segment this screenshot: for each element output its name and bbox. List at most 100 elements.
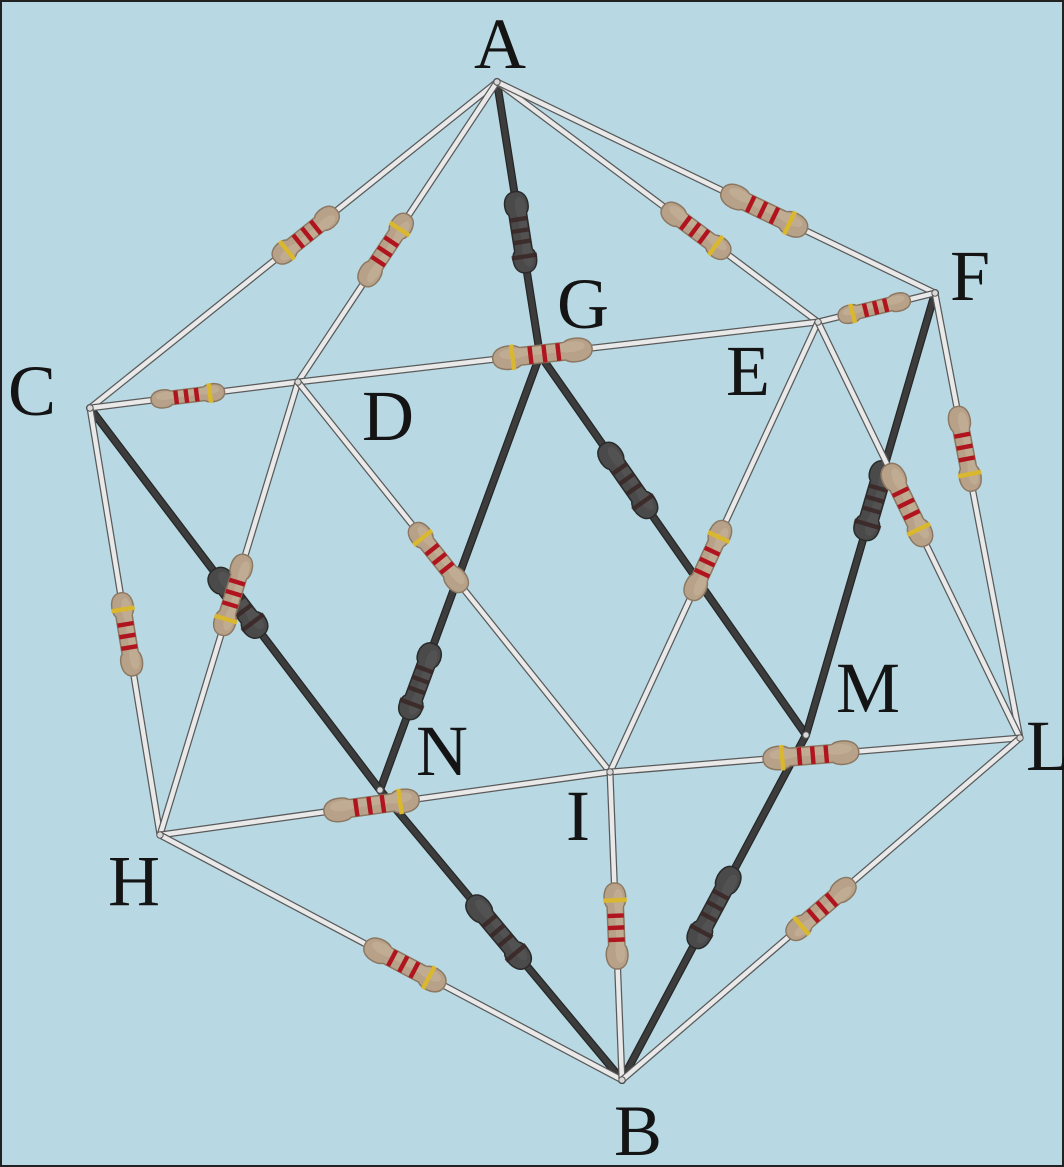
- gold-band: [853, 518, 882, 531]
- resistor-L-B: [785, 876, 857, 942]
- resistor-D-H: [213, 553, 254, 637]
- red-band: [370, 254, 387, 268]
- wire-core: [494, 79, 821, 325]
- red-band: [376, 245, 393, 258]
- resistor-F-L: [947, 405, 982, 492]
- gold-band: [511, 252, 538, 261]
- resistor-H-B: [363, 937, 447, 993]
- red-band: [383, 235, 400, 248]
- red-band: [711, 888, 730, 901]
- gold-band: [420, 965, 437, 990]
- gold-band: [706, 234, 725, 257]
- node-B: [618, 1076, 626, 1084]
- gold-band: [277, 239, 297, 261]
- node-A: [493, 78, 501, 86]
- resistor-A-C: [271, 205, 340, 265]
- red-band: [527, 346, 534, 365]
- red-band: [796, 747, 803, 766]
- node-M: [802, 731, 810, 739]
- gold-band: [906, 521, 932, 537]
- red-band: [902, 508, 921, 521]
- red-band: [408, 961, 421, 979]
- resistor-I-B: [603, 882, 629, 970]
- red-band: [881, 298, 890, 313]
- red-band: [497, 933, 514, 948]
- red-band: [861, 505, 882, 515]
- red-band: [308, 219, 323, 235]
- red-band: [512, 238, 532, 246]
- resistor-C-D: [150, 382, 226, 409]
- red-band: [173, 390, 180, 405]
- red-band: [625, 482, 643, 496]
- wire-core: [932, 290, 1023, 741]
- vertex-label-H: H: [108, 841, 160, 921]
- red-band: [300, 226, 314, 242]
- red-band: [611, 461, 629, 476]
- node-L: [1016, 734, 1024, 742]
- red-band: [705, 899, 724, 912]
- red-band: [234, 603, 253, 619]
- resistor-A-E: [660, 201, 732, 261]
- red-band: [481, 913, 498, 929]
- red-band: [809, 746, 816, 765]
- red-band: [431, 551, 448, 566]
- gold-band: [111, 605, 136, 614]
- node-H: [156, 831, 164, 839]
- vertex-label-B: B: [614, 1091, 662, 1167]
- vertex-label-L: L: [1026, 706, 1064, 786]
- gold-band: [412, 528, 434, 547]
- node-N: [376, 786, 384, 794]
- vertex-label-I: I: [566, 776, 590, 856]
- resistor-A-D: [357, 212, 414, 288]
- vertex-label-D: D: [362, 376, 414, 456]
- resistor-G-M: [597, 441, 659, 520]
- red-band: [183, 388, 190, 404]
- red-band: [806, 908, 821, 924]
- red-band: [555, 342, 562, 362]
- red-band: [953, 431, 971, 439]
- red-band: [815, 900, 830, 916]
- red-band: [119, 632, 136, 640]
- resistor-E-F: [837, 292, 911, 325]
- red-band: [541, 344, 548, 363]
- gold-band: [782, 210, 798, 236]
- resistor-N-B: [465, 894, 533, 970]
- resistor-E-I: [683, 519, 733, 602]
- red-band: [366, 796, 374, 815]
- wire-core: [494, 79, 938, 296]
- red-band: [411, 674, 430, 685]
- red-band: [688, 221, 702, 238]
- gold-band: [603, 897, 627, 903]
- red-band: [415, 664, 434, 675]
- red-band: [379, 794, 387, 813]
- red-band: [891, 486, 910, 498]
- red-band: [865, 494, 885, 504]
- gold-band: [396, 788, 404, 815]
- red-band: [424, 542, 440, 557]
- red-band: [700, 910, 718, 924]
- vertex-label-G: G: [557, 264, 609, 344]
- node-D: [294, 378, 302, 386]
- gold-band: [631, 492, 655, 512]
- red-band: [756, 200, 769, 219]
- resistor-A-G: [503, 190, 538, 274]
- red-band: [698, 556, 716, 568]
- red-band: [768, 206, 781, 225]
- resistor-C-H: [110, 592, 144, 677]
- gold-band: [240, 612, 266, 633]
- red-band: [439, 561, 455, 575]
- wire-G-M: [536, 351, 810, 739]
- red-band: [824, 892, 839, 908]
- resistor-D-E: [491, 337, 593, 371]
- resistor-M-B: [686, 865, 742, 950]
- red-band: [225, 588, 243, 598]
- front-resistors: [110, 183, 982, 993]
- gold-band: [206, 383, 214, 404]
- red-band: [693, 567, 711, 579]
- wire-core: [537, 352, 809, 738]
- red-band: [956, 443, 973, 451]
- vertex-label-A: A: [474, 4, 526, 84]
- red-band: [291, 233, 306, 249]
- red-band: [397, 955, 410, 973]
- resistor-H-I: [323, 788, 420, 823]
